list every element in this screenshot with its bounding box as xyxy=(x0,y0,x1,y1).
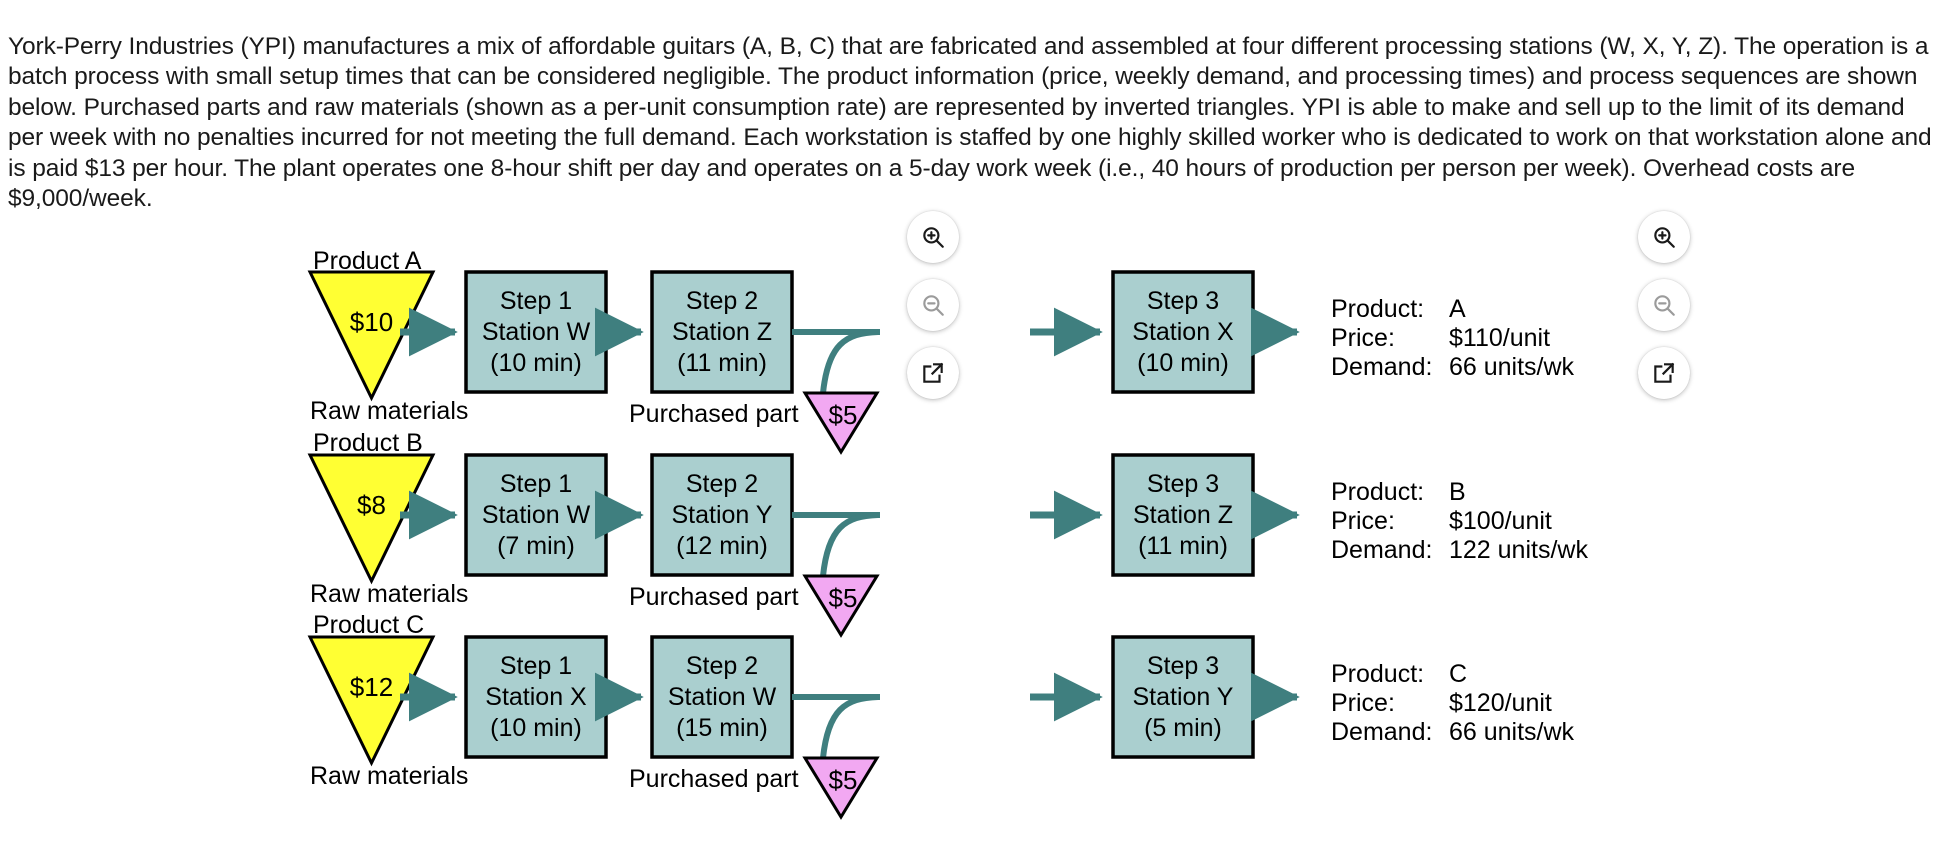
purchased-part-merge-line xyxy=(820,512,879,577)
processing-time-label: (5 min) xyxy=(1144,714,1222,742)
purchased-part-caption: Purchased part xyxy=(629,583,799,611)
problem-statement-text: York-Perry Industries (YPI) manufactures… xyxy=(8,32,1932,213)
zoom-in-button[interactable] xyxy=(907,211,959,263)
station-label: Station Y xyxy=(671,501,772,529)
open-in-new-button[interactable] xyxy=(1638,347,1690,399)
station-box-step2 xyxy=(650,270,794,394)
processing-time-label: (11 min) xyxy=(1138,532,1228,560)
station-label: Station W xyxy=(482,501,591,529)
step-label: Step 3 xyxy=(1147,287,1219,315)
product-label: Product B xyxy=(313,429,423,457)
zoom-out-icon xyxy=(920,292,946,318)
zoom-in-button[interactable] xyxy=(1638,211,1690,263)
step-label: Step 2 xyxy=(686,652,758,680)
station-box-step3 xyxy=(1111,453,1255,577)
info-demand-label: Demand: xyxy=(1331,536,1432,564)
info-product-value: A xyxy=(1449,295,1466,323)
product-row-a: Product A $10 Raw materials Step 1 Stati… xyxy=(307,247,1575,455)
product-row-c: Product C $12 Raw materials Step 1 Stati… xyxy=(307,611,1575,820)
step-label: Step 1 xyxy=(500,470,572,498)
step-label: Step 3 xyxy=(1147,652,1219,680)
info-product-label: Product: xyxy=(1331,295,1424,323)
station-label: Station X xyxy=(1132,318,1234,346)
station-box-step3 xyxy=(1111,270,1255,394)
purchased-part-merge-line xyxy=(820,329,879,394)
station-label: Station W xyxy=(668,683,777,711)
info-demand-value: 122 units/wk xyxy=(1449,536,1588,564)
open-in-new-icon xyxy=(1651,360,1677,386)
purchased-part-caption: Purchased part xyxy=(629,765,799,793)
purchased-part-merge-line xyxy=(820,694,879,759)
station-label: Station Z xyxy=(1133,501,1233,529)
purchased-part-triangle xyxy=(802,756,880,820)
raw-material-value: $8 xyxy=(357,490,386,520)
processing-time-label: (15 min) xyxy=(676,714,768,742)
product-row-b: Product B $8 Raw materials Step 1 Statio… xyxy=(307,429,1588,638)
raw-materials-caption: Raw materials xyxy=(310,580,468,608)
info-price-value: $100/unit xyxy=(1449,507,1552,535)
purchased-part-triangle xyxy=(802,391,880,455)
zoom-out-icon xyxy=(1651,292,1677,318)
station-label: Station W xyxy=(482,318,591,346)
info-price-value: $120/unit xyxy=(1449,689,1552,717)
image-zoom-controls-right xyxy=(1638,211,1690,399)
purchased-part-value: $5 xyxy=(829,583,858,613)
processing-time-label: (7 min) xyxy=(497,532,575,560)
info-product-value: B xyxy=(1449,478,1466,506)
purchased-part-triangle xyxy=(802,574,880,638)
step-label: Step 3 xyxy=(1147,470,1219,498)
info-demand-value: 66 units/wk xyxy=(1449,353,1575,381)
info-price-label: Price: xyxy=(1331,507,1395,535)
station-label: Station Y xyxy=(1132,683,1233,711)
step-label: Step 1 xyxy=(500,652,572,680)
step-label: Step 2 xyxy=(686,470,758,498)
station-box-step2 xyxy=(650,453,794,577)
info-price-label: Price: xyxy=(1331,324,1395,352)
station-label: Station X xyxy=(485,683,587,711)
purchased-part-value: $5 xyxy=(829,765,858,795)
purchased-part-value: $5 xyxy=(829,400,858,430)
processing-time-label: (10 min) xyxy=(490,714,582,742)
processing-time-label: (12 min) xyxy=(676,532,768,560)
processing-time-label: (10 min) xyxy=(1137,349,1229,377)
zoom-in-icon xyxy=(1651,224,1677,250)
station-label: Station Z xyxy=(672,318,772,346)
open-in-new-icon xyxy=(920,360,946,386)
zoom-in-icon xyxy=(920,224,946,250)
info-product-value: C xyxy=(1449,660,1467,688)
station-box-step2 xyxy=(650,635,794,759)
info-price-value: $110/unit xyxy=(1449,324,1550,352)
zoom-out-button[interactable] xyxy=(1638,279,1690,331)
info-product-label: Product: xyxy=(1331,478,1424,506)
station-box-step1 xyxy=(464,635,608,759)
step-label: Step 1 xyxy=(500,287,572,315)
info-demand-value: 66 units/wk xyxy=(1449,718,1575,746)
open-in-new-button[interactable] xyxy=(907,347,959,399)
info-price-label: Price: xyxy=(1331,689,1395,717)
product-label: Product C xyxy=(313,611,424,639)
info-demand-label: Demand: xyxy=(1331,353,1432,381)
processing-time-label: (10 min) xyxy=(490,349,582,377)
step-label: Step 2 xyxy=(686,287,758,315)
purchased-part-caption: Purchased part xyxy=(629,400,799,428)
raw-material-value: $10 xyxy=(350,307,393,337)
station-box-step1 xyxy=(464,453,608,577)
info-demand-label: Demand: xyxy=(1331,718,1432,746)
image-zoom-controls-left xyxy=(907,211,959,399)
processing-time-label: (11 min) xyxy=(677,349,767,377)
product-label: Product A xyxy=(313,247,422,275)
info-product-label: Product: xyxy=(1331,660,1424,688)
raw-materials-caption: Raw materials xyxy=(310,762,468,790)
raw-material-value: $12 xyxy=(350,672,393,702)
raw-materials-caption: Raw materials xyxy=(310,397,468,425)
zoom-out-button[interactable] xyxy=(907,279,959,331)
